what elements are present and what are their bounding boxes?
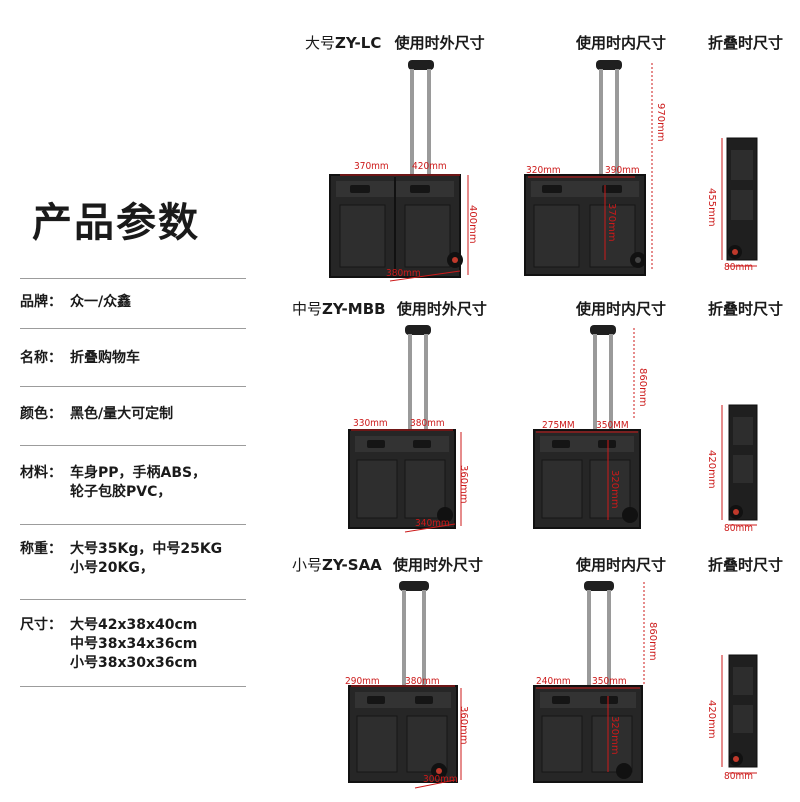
spec-label: 材料： [20, 465, 62, 481]
model-size-label: 小号 [292, 556, 323, 574]
divider [20, 386, 246, 387]
spec-value: 黑色/量大可定制 [70, 406, 174, 422]
cart-outer-medium: 330mm 380mm 360mm 340mm [335, 320, 485, 545]
inner-size-header: 使用时内尺寸 [576, 556, 667, 574]
cart-folded-small: 420mm 80mm [705, 645, 785, 790]
outer-width-label: 370mm [354, 161, 389, 172]
inner-size-header: 使用时内尺寸 [576, 34, 667, 52]
folded-width-label: 80mm [724, 523, 753, 534]
cart-illustration [721, 404, 758, 526]
cart-illustration [533, 581, 645, 783]
outer-depth-label: 380mm [386, 268, 421, 279]
inner-depth-label: 320mm [609, 716, 620, 755]
spec-value: 车身PP，手柄ABS， 轮子包胶PVC， [70, 465, 207, 500]
cart-illustration [533, 325, 641, 529]
cart-inner-small: 240mm 350mm 860mm 320mm [520, 576, 670, 798]
cart-illustration [329, 60, 469, 282]
folded-height-label: 420mm [706, 700, 717, 739]
divider [20, 599, 246, 600]
spec-value: 众一/众鑫 [70, 294, 132, 310]
inner-depth-label: 320mm [609, 470, 620, 509]
outer-depth-label: 300mm [423, 774, 458, 785]
outer-size-header: 使用时外尺寸 [393, 556, 484, 574]
outer-width-label: 330mm [353, 418, 388, 429]
cart-folded-large: 455mm 80mm [705, 130, 785, 280]
model-code: ZY-SAA [322, 556, 382, 574]
spec-value: 大号35Kg，中号25KG 小号20KG， [70, 541, 223, 576]
model-code: ZY-LC [335, 34, 382, 52]
divider [20, 524, 246, 525]
outer-height-label: 400mm [467, 205, 478, 244]
inner-depth-label: 370mm [606, 203, 617, 242]
model-size-label: 大号 [305, 34, 336, 52]
cart-illustration [721, 654, 758, 774]
spec-label: 名称： [20, 350, 62, 366]
spec-label: 颜色： [20, 406, 62, 422]
model-header-large: 大号ZY-LC 使用时外尺寸 [305, 32, 485, 53]
spec-value: 折叠购物车 [70, 350, 140, 366]
model-size-label: 中号 [292, 300, 323, 318]
spec-value: 大号42x38x40cm 中号38x34x36cm 小号38x30x36cm [70, 617, 198, 671]
outer-size-header: 使用时外尺寸 [394, 34, 485, 52]
cart-illustration [348, 325, 462, 533]
model-header-small: 小号ZY-SAA 使用时外尺寸 [292, 554, 483, 575]
outer-length-label: 380mm [405, 676, 440, 687]
outer-height-label: 360mm [458, 706, 469, 745]
cart-folded-medium: 420mm 80mm [705, 395, 785, 540]
cart-illustration [348, 581, 462, 789]
inner-length-label: 390mm [605, 165, 640, 176]
cart-outer-large: 370mm 420mm 400mm 380mm [329, 55, 480, 290]
inner-size-header: 使用时内尺寸 [576, 300, 667, 318]
divider [20, 278, 246, 279]
cart-inner-large: 320mm 390mm 970mm 370mm [520, 55, 670, 290]
cart-outer-small: 290mm 380mm 360mm 300mm [335, 576, 485, 798]
inner-width-label: 240mm [536, 676, 571, 687]
inner-height-label: 860mm [637, 368, 648, 407]
inner-length-label: 350MM [596, 420, 629, 431]
inner-height-label: 970mm [655, 103, 666, 142]
cart-inner-medium: 275MM 350MM 860mm 320mm [520, 320, 670, 545]
outer-size-header: 使用时外尺寸 [396, 300, 487, 318]
spec-label: 尺寸： [20, 617, 62, 633]
inner-length-label: 350mm [592, 676, 627, 687]
folded-size-header: 折叠时尺寸 [708, 34, 784, 52]
outer-length-label: 380mm [410, 418, 445, 429]
cart-illustration [721, 137, 758, 267]
inner-height-label: 860mm [647, 622, 658, 661]
outer-depth-label: 340mm [415, 518, 450, 529]
inner-width-label: 320mm [526, 165, 561, 176]
inner-width-label: 275MM [542, 420, 575, 431]
folded-size-header: 折叠时尺寸 [708, 556, 784, 574]
outer-length-label: 420mm [412, 161, 447, 172]
divider [20, 328, 246, 329]
folded-height-label: 455mm [706, 188, 717, 227]
folded-size-header: 折叠时尺寸 [708, 300, 784, 318]
spec-label: 品牌： [20, 294, 62, 310]
cart-illustration [524, 60, 653, 276]
spec-label: 称重： [20, 541, 62, 557]
folded-height-label: 420mm [706, 450, 717, 489]
folded-width-label: 80mm [724, 262, 753, 273]
model-header-medium: 中号ZY-MBB 使用时外尺寸 [292, 298, 487, 319]
model-code: ZY-MBB [322, 300, 386, 318]
outer-height-label: 360mm [458, 465, 469, 504]
outer-width-label: 290mm [345, 676, 380, 687]
page-title: 产品参数 [32, 200, 200, 246]
folded-width-label: 80mm [724, 771, 753, 782]
divider [20, 686, 246, 687]
divider [20, 445, 246, 446]
